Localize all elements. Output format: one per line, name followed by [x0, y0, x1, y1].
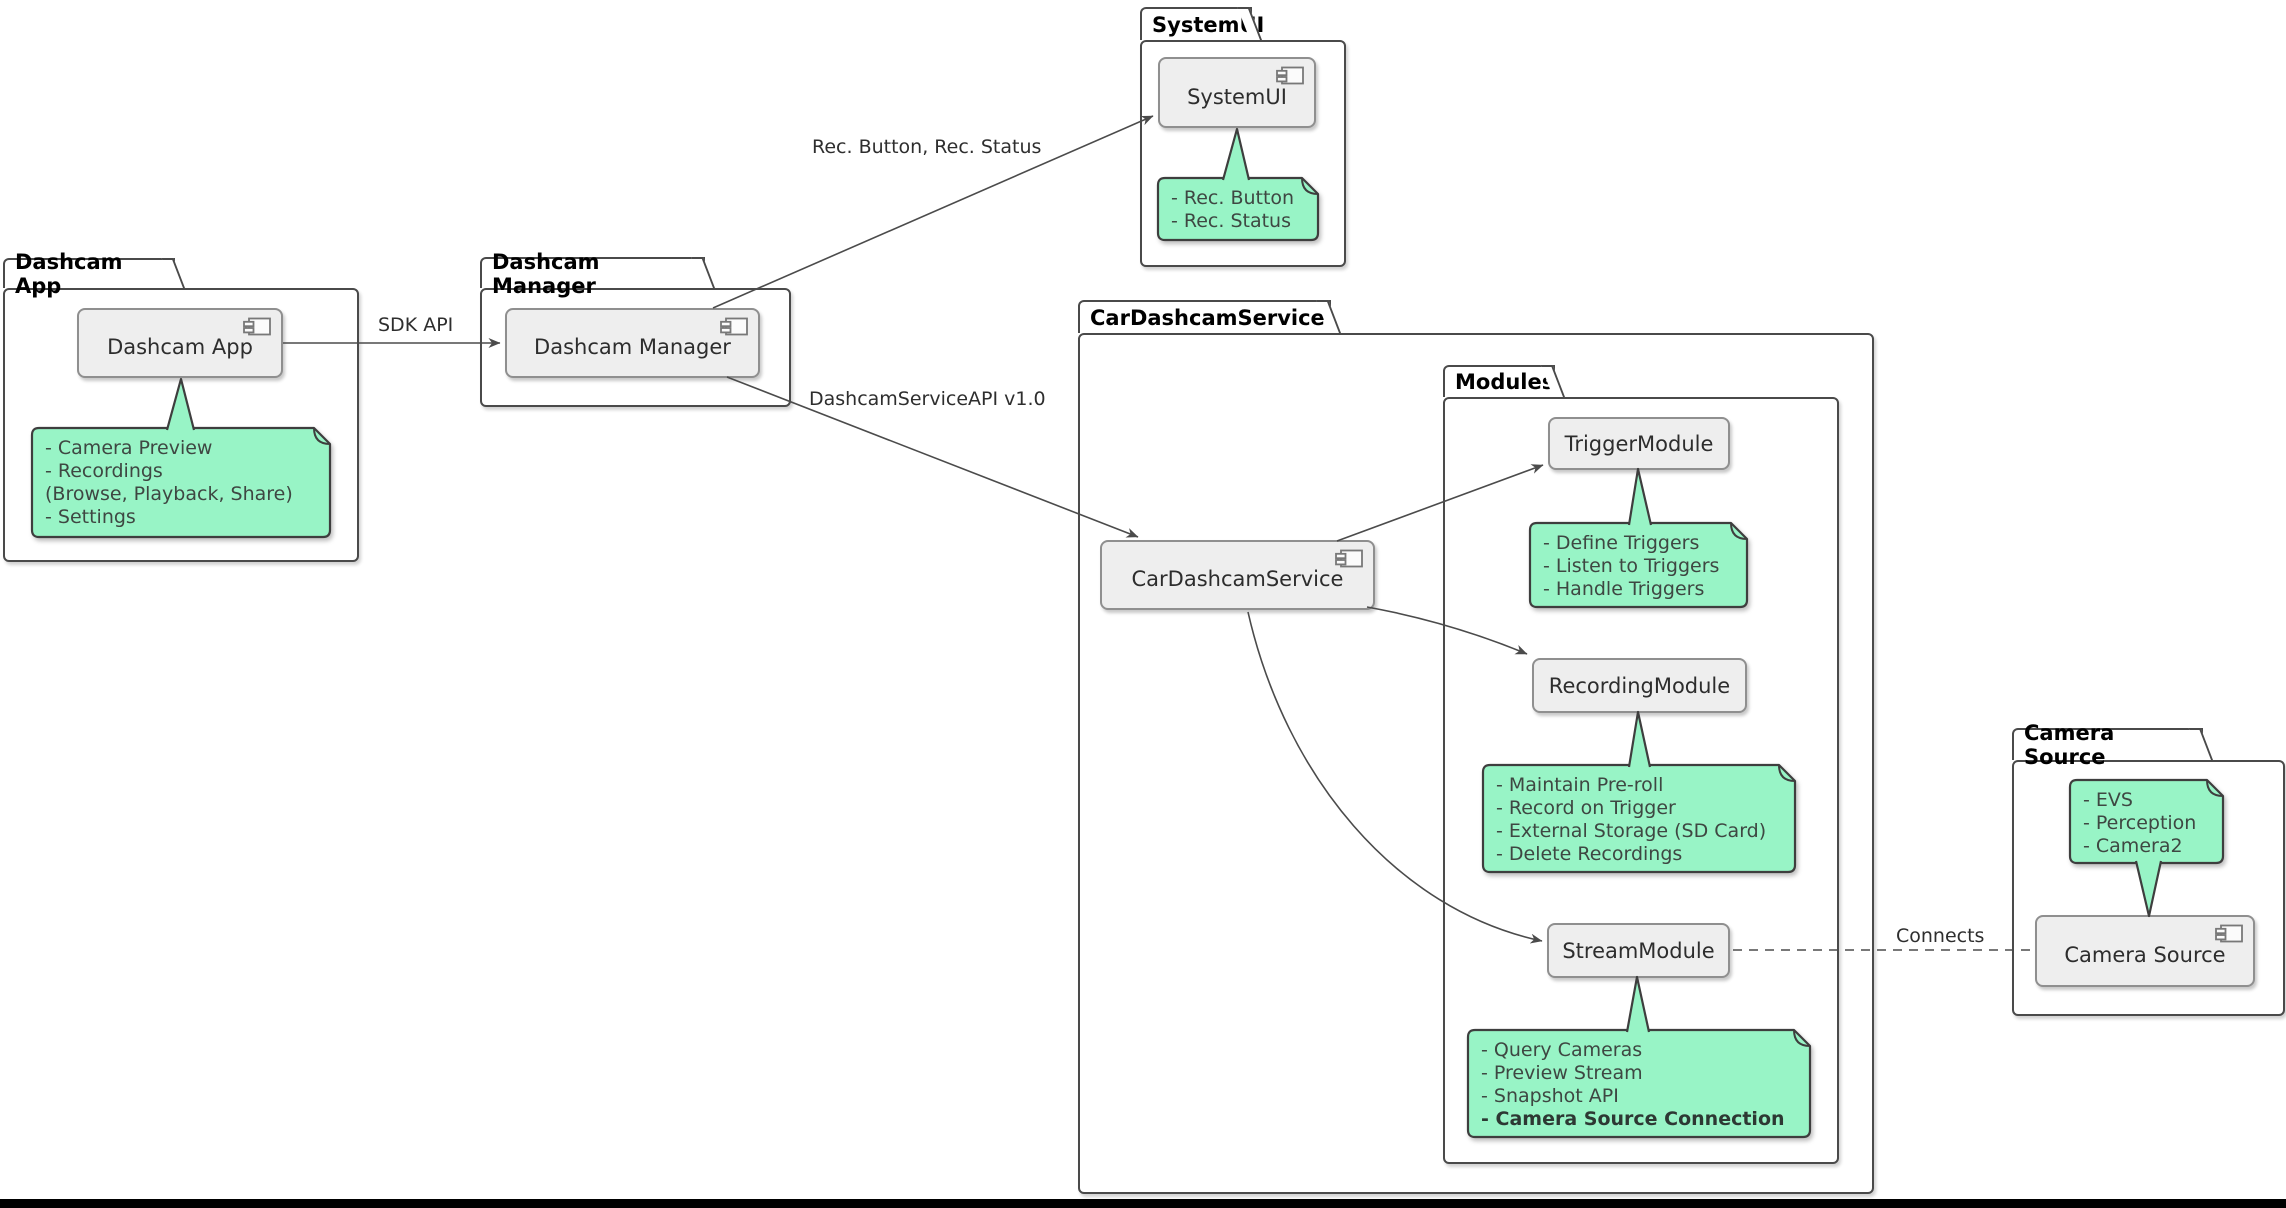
component-label: Dashcam Manager — [534, 335, 731, 359]
note-line: (Browse, Playback, Share) — [45, 483, 293, 505]
note-line: - EVS — [2083, 789, 2133, 811]
package-label: SystemUI — [1152, 12, 1265, 37]
package-label: Dashcam Manager — [492, 249, 600, 298]
component-icon — [2215, 924, 2243, 943]
note-line: - Perception — [2083, 812, 2197, 834]
component-label: CarDashcamService — [1131, 567, 1344, 591]
package-tab-dashcam-app: Dashcam App — [3, 250, 175, 298]
note-line: - Preview Stream — [1481, 1062, 1643, 1084]
note-line: - Camera Preview — [45, 437, 213, 459]
package-tab-cardashcamservice: CarDashcamService — [1078, 300, 1331, 333]
note-dashcam-app: - Camera Preview - Recordings (Browse, P… — [30, 426, 332, 539]
component-label: Camera Source — [2064, 943, 2226, 967]
note-stream: - Query Cameras - Preview Stream - Snaps… — [1466, 1028, 1812, 1139]
note-line: - Rec. Button — [1171, 187, 1295, 209]
component-cardashcamservice: CarDashcamService — [1100, 540, 1375, 610]
note-background — [1156, 176, 1320, 242]
component-systemui: SystemUI — [1158, 57, 1316, 128]
component-label: RecordingModule — [1548, 673, 1731, 698]
note-background — [1466, 1028, 1812, 1139]
package-label: Dashcam App — [15, 250, 123, 298]
note-line: - Query Cameras — [1481, 1039, 1643, 1061]
note-line: - Snapshot API — [1481, 1085, 1619, 1107]
package-tab-dashcam-manager: Dashcam Manager — [480, 250, 705, 298]
note-line: - External Storage (SD Card) — [1496, 820, 1767, 842]
note-line: - Recordings — [45, 460, 163, 482]
note-line: - Listen to Triggers — [1543, 555, 1720, 577]
note-line: - Rec. Status — [1171, 210, 1292, 232]
note-line: - Settings — [45, 506, 136, 528]
edge-label-connects: Connects — [1896, 925, 1985, 947]
component-icon — [720, 317, 748, 336]
component-triggermodule: TriggerModule — [1548, 417, 1730, 470]
package-tab-camera-source: Camera Source — [2012, 721, 2203, 769]
edge-label-dashcam-service-api: DashcamServiceAPI v1.0 — [809, 388, 1046, 410]
component-icon — [1335, 549, 1363, 568]
component-label: TriggerModule — [1564, 431, 1714, 456]
note-background — [30, 426, 332, 539]
note-systemui: - Rec. Button - Rec. Status — [1156, 176, 1320, 242]
package-tab-modules: Modules — [1443, 365, 1555, 397]
component-recordingmodule: RecordingModule — [1532, 658, 1747, 713]
package-label: CarDashcamService — [1090, 305, 1325, 330]
component-dashcam-manager: Dashcam Manager — [505, 308, 760, 378]
note-line: - Record on Trigger — [1496, 797, 1676, 819]
package-label: Camera Source — [2024, 721, 2115, 769]
component-icon — [243, 317, 271, 336]
component-dashcam-app: Dashcam App — [77, 308, 283, 378]
bottom-bar — [0, 1199, 2286, 1208]
package-tab-systemui: SystemUI — [1140, 7, 1264, 40]
component-camera-source: Camera Source — [2035, 915, 2255, 987]
note-recording: - Maintain Pre-roll - Record on Trigger … — [1481, 763, 1797, 874]
note-line-bold: - Camera Source Connection — [1481, 1108, 1785, 1130]
note-line: - Maintain Pre-roll — [1496, 774, 1664, 796]
note-camera-source: - EVS - Perception - Camera2 — [2068, 778, 2225, 865]
note-trigger: - Define Triggers - Listen to Triggers -… — [1528, 521, 1749, 609]
note-line: - Define Triggers — [1543, 532, 1700, 554]
note-line: - Handle Triggers — [1543, 578, 1705, 600]
component-label: StreamModule — [1562, 938, 1715, 963]
edge-label-sdk-api: SDK API — [378, 314, 454, 336]
edge-label-rec-button-status: Rec. Button, Rec. Status — [812, 136, 1042, 158]
note-line: - Delete Recordings — [1496, 843, 1683, 865]
component-streammodule: StreamModule — [1547, 923, 1730, 978]
component-icon — [1276, 66, 1304, 85]
package-label: Modules — [1455, 370, 1555, 394]
note-line: - Camera2 — [2083, 835, 2183, 857]
note-background — [2068, 778, 2225, 865]
component-label: Dashcam App — [107, 335, 253, 359]
component-label: SystemUI — [1187, 84, 1287, 109]
